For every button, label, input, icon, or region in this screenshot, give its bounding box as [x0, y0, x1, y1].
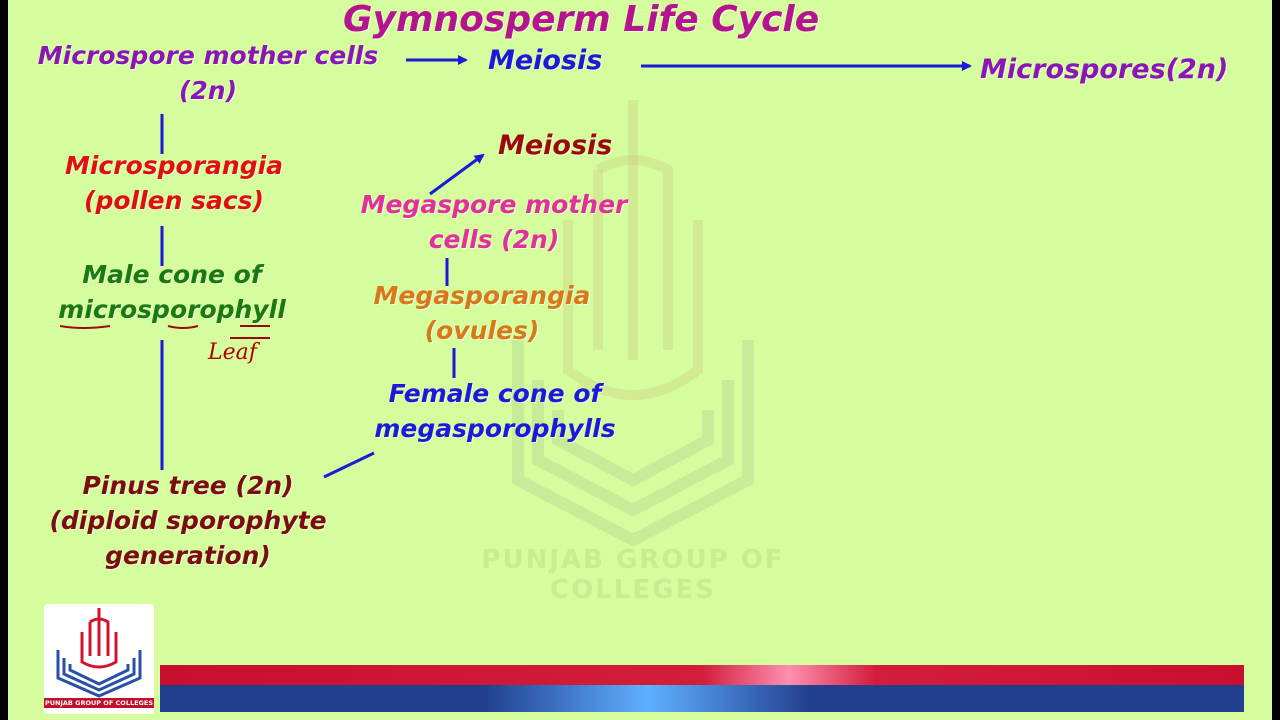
label-line: (2n)	[178, 76, 238, 105]
diagram-connectors	[59, 55, 972, 479]
node-pinus-tree: Pinus tree (2n) (diploid sporophyte gene…	[28, 468, 348, 573]
label-line: cells (2n)	[428, 225, 560, 254]
label-line: Pinus tree (2n)	[82, 471, 294, 500]
label-line: (ovules)	[424, 316, 540, 345]
node-microspore-mother-cells: Microspore mother cells (2n)	[20, 38, 396, 108]
label-line: (diploid sporophyte	[49, 506, 327, 535]
footer-bar-blue	[160, 685, 1244, 712]
node-male-cone: Male cone of microsporophyll	[34, 257, 310, 327]
college-logo: PUNJAB GROUP OF COLLEGES	[44, 604, 154, 714]
label-line: Megasporangia	[373, 281, 591, 310]
college-logo-icon	[56, 608, 142, 698]
label-line: generation)	[105, 541, 271, 570]
label-line: Male cone of	[82, 260, 262, 289]
slide: PUNJAB GROUP OF COLLEGES Gymnosperm Life…	[8, 0, 1272, 720]
label-line: Female cone of	[388, 379, 602, 408]
node-meiosis-top: Meiosis	[488, 45, 603, 76]
arrow-megaspore-to-meiosis	[429, 153, 485, 196]
watermark-text: PUNJAB GROUP OF COLLEGES	[481, 545, 785, 605]
page-title: Gymnosperm Life Cycle	[343, 0, 820, 40]
label-line: Microsporangia	[64, 151, 284, 180]
label-line: Megaspore mother	[360, 190, 628, 219]
label-line: (pollen sacs)	[84, 186, 264, 215]
footer-bar-red	[160, 665, 1244, 685]
link-pinus-female-cone	[323, 451, 375, 479]
node-female-cone: Female cone of megasporophylls	[354, 376, 636, 446]
handwritten-note: Leaf	[208, 340, 257, 365]
node-meiosis-mid: Meiosis	[498, 130, 613, 161]
logo-text: PUNJAB GROUP OF COLLEGES	[44, 698, 154, 708]
label-line: Microspore mother cells	[37, 41, 379, 70]
node-microsporangia: Microsporangia (pollen sacs)	[44, 148, 304, 218]
handwritten-underlines	[59, 325, 270, 339]
node-megasporangia: Megasporangia (ovules)	[354, 278, 610, 348]
watermark: PUNJAB GROUP OF COLLEGES	[448, 90, 818, 620]
node-megaspore-mother-cells: Megaspore mother cells (2n)	[344, 187, 644, 257]
label-line: microsporophyll	[58, 295, 286, 324]
label-line: megasporophylls	[374, 414, 616, 443]
watermark-logo-icon	[512, 100, 754, 547]
node-microspores: Microspores(2n)	[980, 54, 1229, 85]
